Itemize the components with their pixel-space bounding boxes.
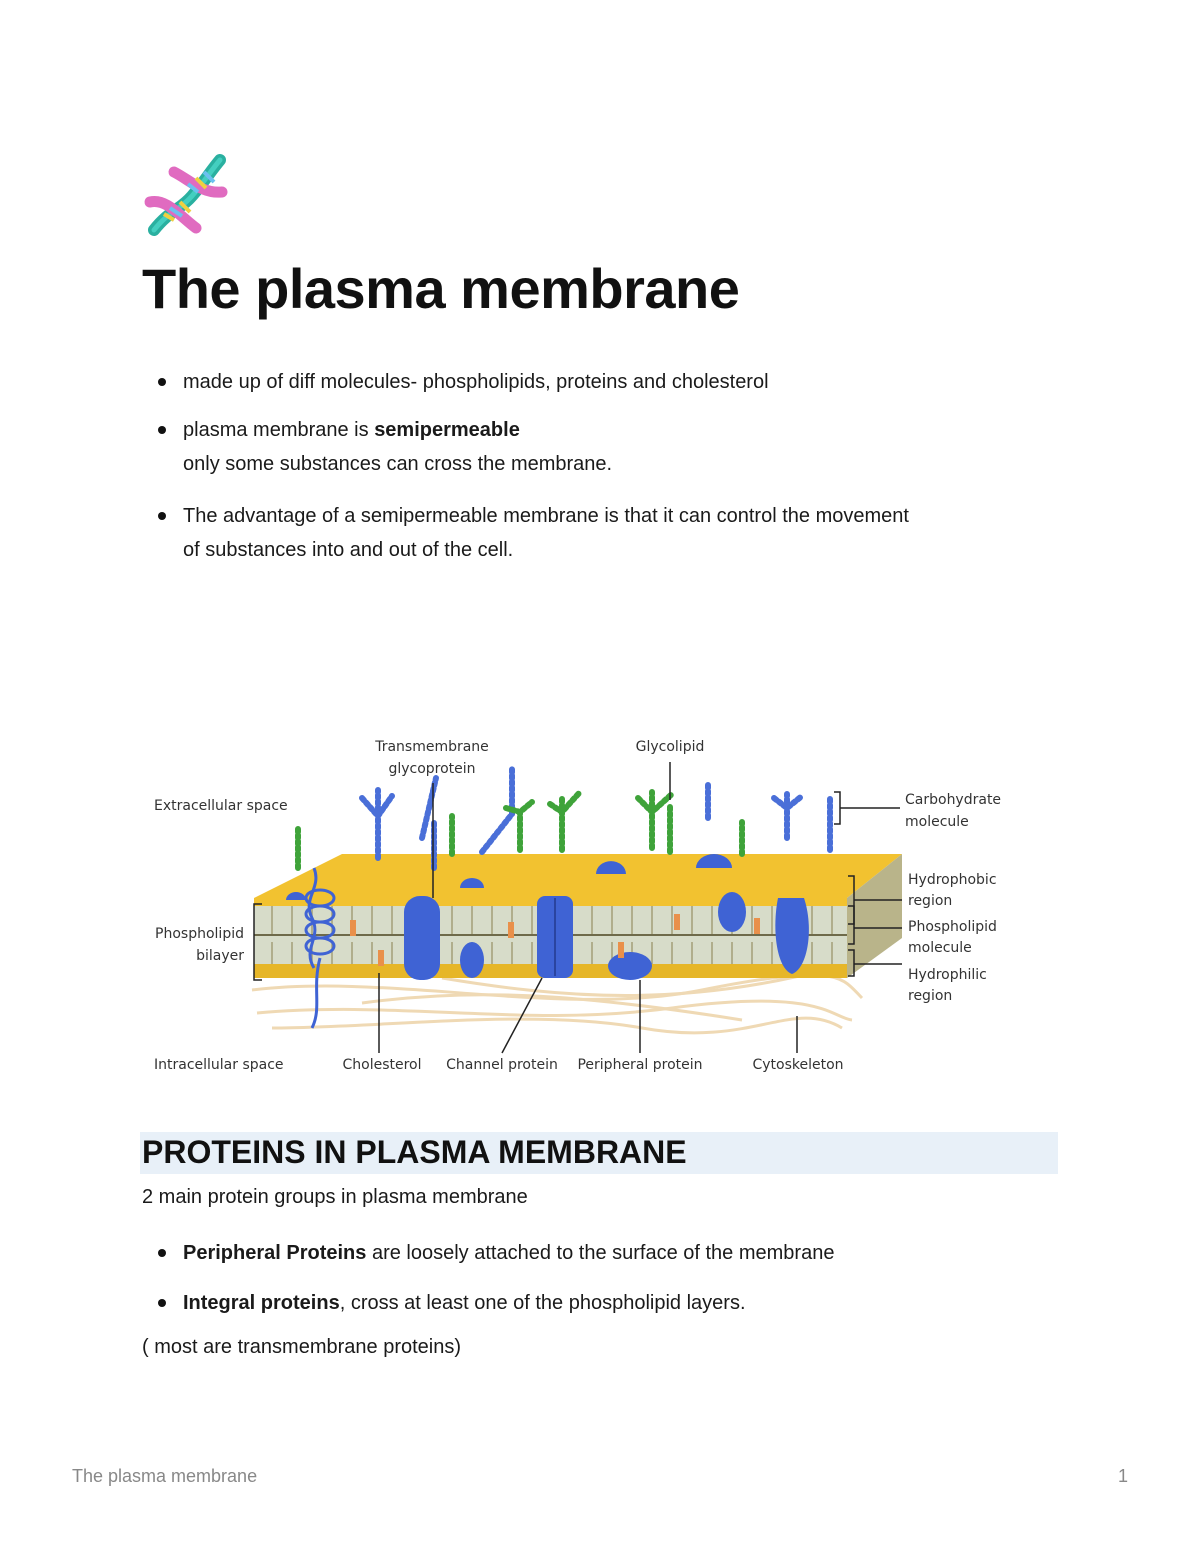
label-phospholipid-molecule-2: molecule — [908, 940, 972, 956]
dna-icon — [144, 154, 228, 236]
label-carbohydrate-molecule: Carbohydrate — [905, 792, 1001, 808]
page-title: The plasma membrane — [142, 257, 740, 320]
section-heading-highlight — [140, 1132, 1058, 1174]
list-item: Peripheral Proteins are loosely attached… — [142, 1236, 1062, 1270]
bullet-icon — [158, 1299, 166, 1307]
label-transmembrane-glycoprotein-2: glycoprotein — [388, 761, 475, 777]
footer-title: The plasma membrane — [72, 1466, 258, 1486]
carbohydrate-chains — [295, 765, 833, 871]
label-extracellular-space: Extracellular space — [154, 798, 288, 814]
cholesterol-molecules — [350, 914, 760, 966]
bullet-icon — [158, 378, 166, 386]
membrane-proteins — [286, 854, 809, 1029]
bullet-list-integral: Integral proteins, cross at least one of… — [142, 1286, 1062, 1320]
section-heading: PROTEINS IN PLASMA MEMBRANE — [142, 1134, 687, 1170]
list-item: made up of diff molecules- phospholipids… — [142, 365, 1062, 399]
label-hydrophobic-region-2: region — [908, 893, 952, 909]
plasma-membrane-diagram: Transmembrane glycoprotein Glycolipid Ex… — [154, 739, 1001, 1073]
label-hydrophobic-region: Hydrophobic — [908, 872, 997, 888]
list-item: Integral proteins, cross at least one of… — [142, 1286, 1062, 1320]
bullet-list-composition: made up of diff molecules- phospholipids… — [142, 365, 1062, 399]
bullet-list-advantage: The advantage of a semipermeable membran… — [142, 499, 1062, 567]
label-transmembrane-glycoprotein: Transmembrane — [374, 739, 489, 755]
label-intracellular-space: Intracellular space — [154, 1057, 284, 1073]
bullet-list-peripheral: Peripheral Proteins are loosely attached… — [142, 1236, 1062, 1270]
label-hydrophilic-region-2: region — [908, 988, 952, 1004]
bullet-icon — [158, 426, 166, 434]
label-glycolipid: Glycolipid — [636, 739, 705, 755]
label-phospholipid-bilayer: Phospholipid — [155, 926, 244, 942]
label-hydrophilic-region: Hydrophilic — [908, 967, 987, 983]
bullet-icon — [158, 512, 166, 520]
cytoskeleton-fibers — [251, 966, 864, 1035]
label-cholesterol: Cholesterol — [342, 1057, 421, 1073]
label-peripheral-protein: Peripheral protein — [577, 1057, 702, 1073]
label-cytoskeleton: Cytoskeleton — [752, 1057, 843, 1073]
bullet-icon — [158, 1249, 166, 1257]
label-phospholipid-bilayer-2: bilayer — [196, 948, 244, 964]
label-channel-protein: Channel protein — [446, 1057, 558, 1073]
label-carbohydrate-molecule-2: molecule — [905, 814, 969, 830]
page-number: 1 — [1118, 1466, 1129, 1486]
section-note: ( most are transmembrane proteins) — [142, 1336, 462, 1358]
label-phospholipid-molecule: Phospholipid — [908, 919, 997, 935]
label-leader-lines — [253, 762, 902, 1054]
section-intro: 2 main protein groups in plasma membrane — [142, 1186, 528, 1208]
list-item: The advantage of a semipermeable membran… — [142, 499, 1062, 567]
